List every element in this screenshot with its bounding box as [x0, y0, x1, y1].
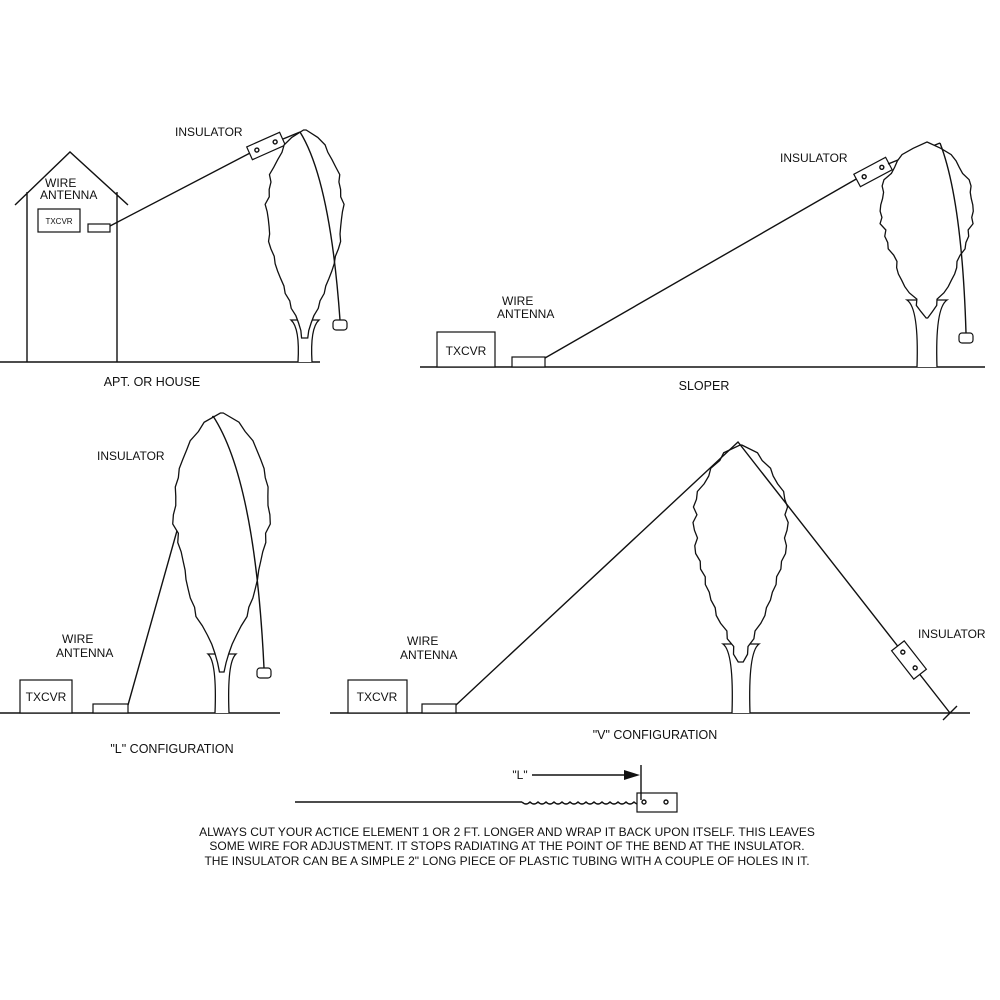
note-line: THE INSULATOR CAN BE A SIMPLE 2" LONG PI…	[204, 854, 809, 868]
txcvr-box	[436, 331, 496, 368]
txcvr-label: TXCVR	[26, 690, 67, 704]
weight	[332, 319, 348, 331]
rope	[939, 142, 967, 334]
rope	[212, 415, 265, 669]
insulator-label: INSULATOR	[97, 449, 165, 463]
note-line: SOME WIRE FOR ADJUSTMENT. IT STOPS RADIA…	[209, 839, 804, 853]
length-label: "L"	[512, 768, 527, 782]
tree	[692, 444, 789, 714]
antenna-label: ANTENNA	[497, 307, 554, 321]
insulator-label: INSULATOR	[918, 627, 986, 641]
txcvr-box	[37, 208, 81, 233]
insulator-label: INSULATOR	[780, 151, 848, 165]
wire-label: WIRE	[407, 634, 438, 648]
panel-sloper: TXCVR INSULATOR WIRE ANTENNA SLOPER	[420, 141, 985, 393]
tree-foliage	[879, 141, 974, 319]
antenna-wire	[455, 440, 958, 721]
detail-wrap-back: "L" ALWAYS CUT YOUR ACTICE ELEMENT 1 OR …	[199, 765, 815, 868]
panel-v-configuration: TXCVR INSULATOR WIRE ANTENNA "V" CONFIGU…	[330, 440, 986, 742]
rope	[299, 131, 341, 321]
antenna-label: ANTENNA	[400, 648, 457, 662]
caption: APT. OR HOUSE	[104, 375, 201, 389]
weight	[256, 667, 272, 679]
wire-antenna-feed	[92, 703, 129, 714]
tree-foliage	[172, 412, 271, 673]
caption: "V" CONFIGURATION	[593, 728, 718, 742]
antenna-wire	[109, 151, 253, 227]
wrapped-wire	[521, 801, 643, 805]
wire-antenna-feed	[421, 703, 457, 714]
insulator	[636, 792, 678, 813]
insulator	[245, 131, 287, 161]
weight	[958, 332, 974, 344]
txcvr-box	[19, 679, 73, 714]
wire-label: WIRE	[502, 294, 533, 308]
note-line: ALWAYS CUT YOUR ACTICE ELEMENT 1 OR 2 FT…	[199, 825, 815, 839]
txcvr-label: TXCVR	[45, 217, 72, 226]
house-outline	[14, 151, 129, 362]
insulator-label: INSULATOR	[175, 125, 243, 139]
panel-house: TXCVR INSULATOR WIRE ANTENNA APT. OR HOU…	[0, 125, 348, 389]
antenna-label: ANTENNA	[40, 188, 97, 202]
tree	[879, 141, 974, 368]
wire-antenna-feed	[87, 223, 111, 233]
wire-antenna-feed	[511, 356, 546, 368]
panel-l-configuration: TXCVR INSULATOR WIRE ANTENNA "L" CONFIGU…	[0, 412, 280, 756]
caption: SLOPER	[679, 379, 730, 393]
tree	[264, 129, 345, 363]
caption: "L" CONFIGURATION	[110, 742, 233, 756]
antenna-label: ANTENNA	[56, 646, 113, 660]
wire-label: WIRE	[45, 176, 76, 190]
txcvr-label: TXCVR	[446, 344, 487, 358]
antenna-wire	[544, 177, 859, 359]
tree-foliage	[264, 129, 345, 339]
insulator	[890, 640, 928, 680]
wire-label: WIRE	[62, 632, 93, 646]
txcvr-label: TXCVR	[357, 690, 398, 704]
arrow-head-icon	[624, 770, 640, 780]
tree-foliage	[692, 444, 789, 663]
tree	[172, 412, 271, 714]
txcvr-box	[347, 679, 408, 714]
